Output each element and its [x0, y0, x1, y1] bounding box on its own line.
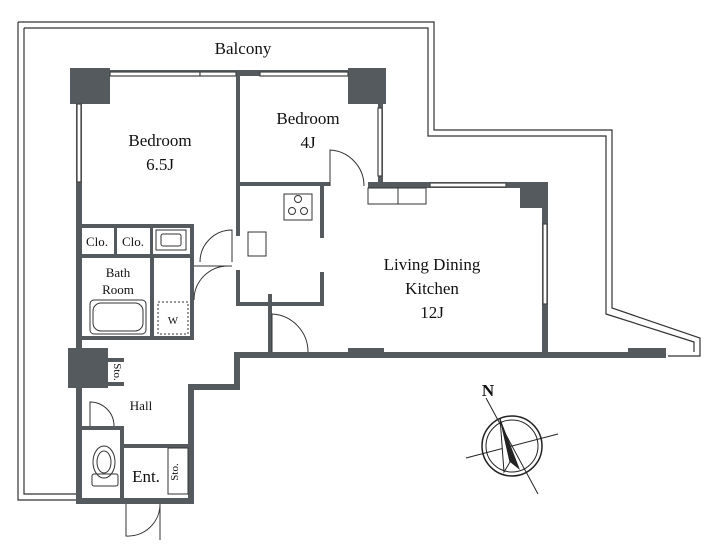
balcony-label: Balcony — [215, 39, 272, 58]
compass-north-label: N — [482, 381, 495, 400]
bedroom-1-size: 6.5J — [146, 155, 174, 174]
bedroom-2-size: 4J — [300, 133, 316, 152]
hall-label: Hall — [130, 398, 153, 413]
doors — [89, 149, 365, 540]
balcony-outline — [17, 21, 701, 501]
compass-icon — [465, 397, 559, 495]
fixtures — [89, 193, 313, 495]
entrance-label: Ent. — [132, 467, 160, 486]
ldk-label-line-2: Kitchen — [405, 279, 459, 298]
hall-storage-label: Sto. — [111, 363, 123, 381]
bedroom-2-name: Bedroom — [276, 109, 339, 128]
windows — [76, 71, 548, 305]
columns — [68, 68, 666, 388]
washer-label: W — [168, 315, 179, 327]
closet-b-label: Clo. — [122, 234, 144, 249]
bedroom-1-name: Bedroom — [128, 131, 191, 150]
ldk-size: 12J — [420, 303, 444, 322]
entrance-storage-label: Sto. — [169, 463, 181, 481]
bath-label-line-1: Bath — [106, 265, 131, 280]
ldk-label-line-1: Living Dining — [384, 255, 481, 274]
bath-label-line-2: Room — [102, 282, 134, 297]
closet-a-label: Clo. — [86, 234, 108, 249]
interior-walls — [78, 76, 427, 502]
